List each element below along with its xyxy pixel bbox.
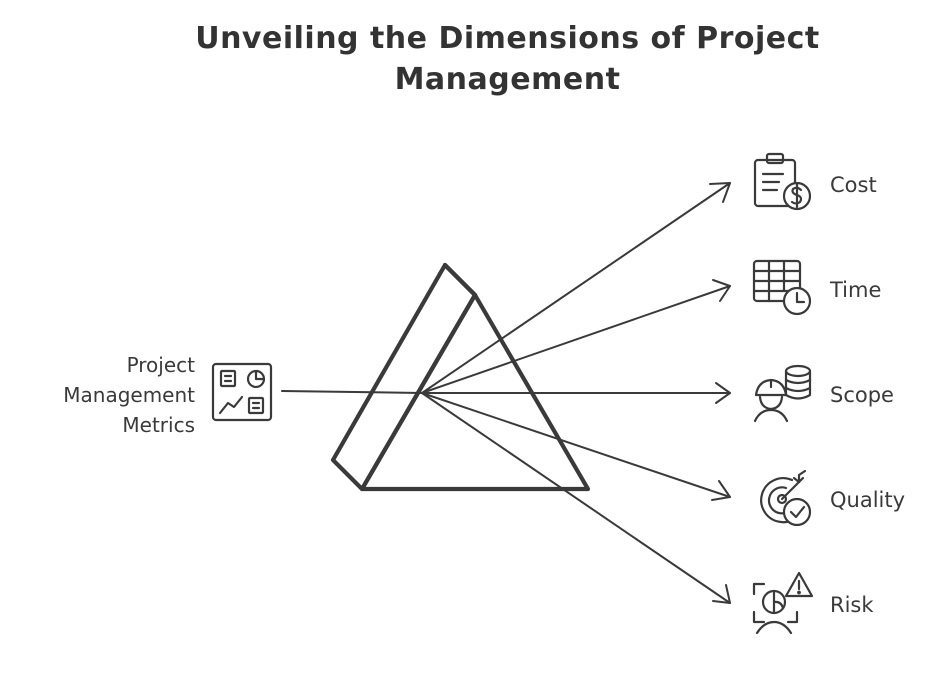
dimension-label-quality: Quality — [830, 488, 906, 512]
beam-cost — [421, 182, 731, 394]
dimension-label-cost: Cost — [830, 173, 877, 197]
source-label: Project Management Metrics — [63, 353, 195, 437]
beam-time — [421, 279, 731, 394]
dimension-label-risk: Risk — [830, 593, 874, 617]
calendar-clock-icon — [752, 259, 812, 316]
worker-database-icon — [753, 364, 812, 423]
dimension-label-time: Time — [830, 278, 882, 302]
diagram-title: Unveiling the Dimensions of Project Mana… — [195, 21, 820, 97]
dashboard-icon — [211, 362, 273, 422]
clipboard-dollar-icon — [753, 152, 812, 211]
target-check-icon — [760, 469, 812, 527]
incoming-beam — [281, 390, 423, 394]
beam-scope — [421, 382, 731, 404]
beam-quality — [421, 392, 731, 501]
beam-risk — [421, 392, 731, 604]
person-warning-icon — [752, 571, 814, 635]
prism — [330, 262, 591, 492]
dimension-label-scope: Scope — [830, 383, 894, 407]
